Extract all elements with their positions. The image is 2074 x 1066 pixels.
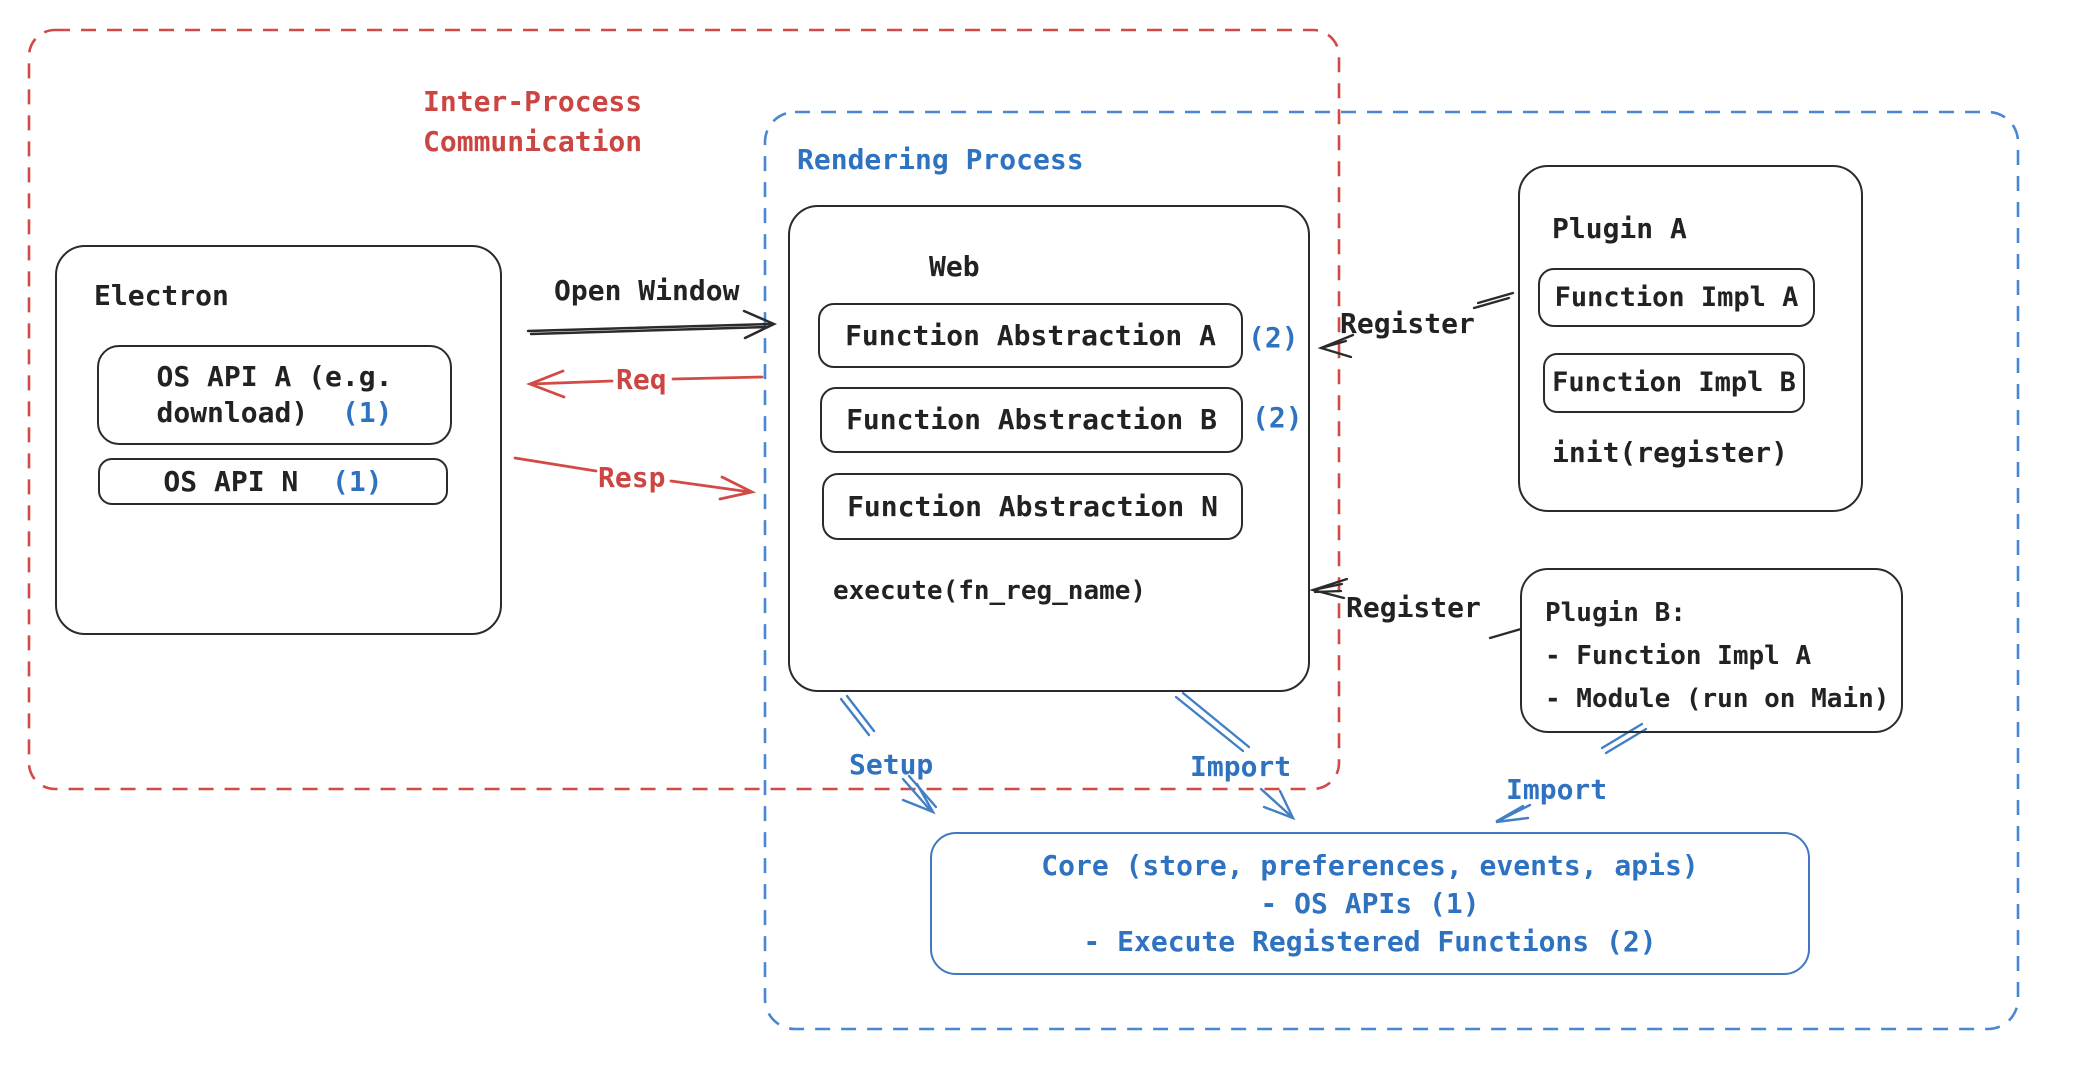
init-register-label: init(register) [1552, 436, 1789, 469]
plugin-a-box [1518, 165, 1863, 512]
core-line3: - Execute Registered Functions (2) [1083, 924, 1657, 958]
execute-label: execute(fn_reg_name) [833, 576, 1147, 606]
setup-label: Setup [849, 748, 934, 781]
ipc-region-label: Inter-Process Communication [423, 85, 643, 158]
function-abstraction-b-label: Function Abstraction B [846, 403, 1217, 436]
req-label: Req [616, 363, 667, 396]
core-line2: - OS APIs (1) [1260, 886, 1480, 920]
import-web-label: Import [1190, 750, 1292, 783]
plugin-a-title: Plugin A [1552, 212, 1687, 245]
os-api-a-label: OS API A (e.g. download) (1) [156, 360, 393, 429]
function-abstraction-a-label: Function Abstraction A [845, 318, 1216, 352]
function-abstraction-n-label: Function Abstraction N [847, 489, 1218, 523]
os-api-a-box: OS API A (e.g. download) (1) [97, 345, 452, 445]
os-api-a-badge: (1) [341, 396, 393, 429]
function-impl-a-label: Function Impl A [1554, 281, 1799, 313]
function-abstraction-a-badge: (2) [1248, 321, 1299, 354]
os-api-n-badge: (1) [332, 464, 383, 498]
function-abstraction-a-box: Function Abstraction A [818, 303, 1243, 368]
electron-title: Electron [94, 279, 229, 312]
resp-label: Resp [598, 461, 666, 494]
plugin-b-box [1520, 568, 1903, 733]
function-abstraction-n-box: Function Abstraction N [822, 473, 1243, 540]
plugin-b-title: Plugin B: [1545, 598, 1686, 628]
import-pluginb-label: Import [1506, 773, 1608, 806]
os-api-n-label: OS API N (1) [163, 464, 383, 498]
os-api-n-box: OS API N (1) [98, 458, 448, 505]
web-box [788, 205, 1310, 692]
plugin-b-line2: - Module (run on Main) [1545, 684, 1890, 714]
plugin-b-line1: - Function Impl A [1545, 641, 1812, 671]
open-window-label: Open Window [554, 274, 740, 307]
web-title: Web [929, 250, 980, 283]
register-b-label: Register [1346, 591, 1481, 624]
function-abstraction-b-box: Function Abstraction B [820, 387, 1243, 453]
core-line1: Core (store, preferences, events, apis) [1041, 848, 1699, 882]
function-impl-b-label: Function Impl B [1552, 367, 1796, 398]
register-a-label: Register [1340, 307, 1475, 340]
plugin-b-text: Plugin B: - Function Impl A - Module (ru… [1545, 592, 1889, 721]
function-abstraction-b-badge: (2) [1252, 401, 1303, 434]
function-impl-a-box: Function Impl A [1538, 268, 1815, 327]
electron-box [55, 245, 502, 635]
function-impl-b-box: Function Impl B [1543, 353, 1805, 413]
rendering-region-label: Rendering Process [797, 143, 1084, 176]
core-box: Core (store, preferences, events, apis) … [930, 832, 1810, 975]
open-window-arrow [526, 309, 778, 340]
